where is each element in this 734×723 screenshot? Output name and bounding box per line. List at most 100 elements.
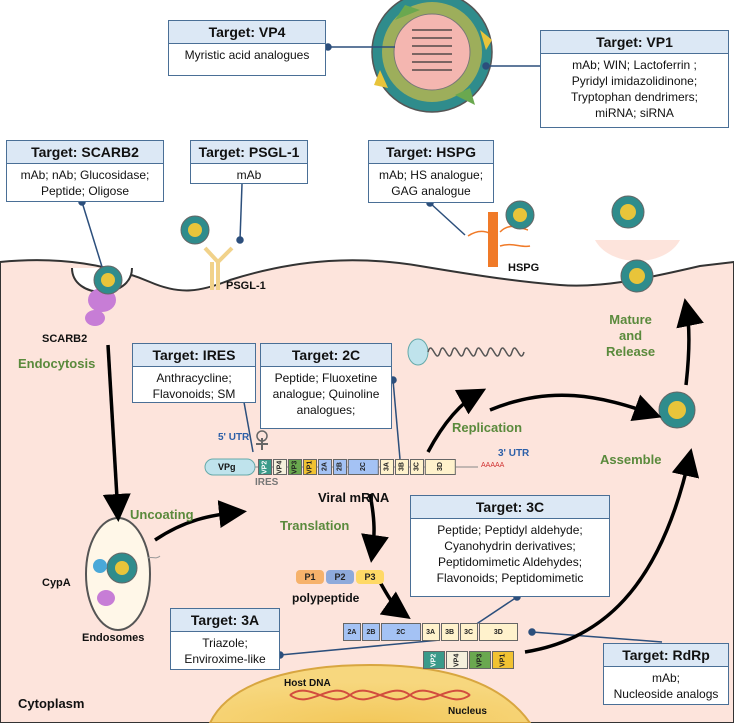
target-3c-line: Peptide; Peptidyl aldehyde; (437, 523, 583, 537)
segment-3c: 3C (409, 459, 424, 475)
segment-2c: 2C (381, 623, 421, 641)
segment-3a: 3A (379, 459, 394, 475)
target-rdrp-line: mAb; (651, 671, 680, 685)
target-psgl1-title: Target: PSGL-1 (191, 141, 307, 164)
target-ires-box: Target: IRES Anthracycline; Flavonoids; … (132, 343, 256, 403)
target-scarb2-line: mAb; nAb; Glucosidase; (20, 168, 150, 182)
target-2c-lines: Peptide; Fluoxetine analogue; Quinoline … (261, 367, 391, 421)
segment-2b: 2B (333, 459, 347, 475)
target-rdrp-line: Nucleoside analogs (613, 687, 719, 701)
target-ires-line: Anthracycline; (156, 371, 232, 385)
segment-vp2: VP2 (258, 459, 272, 475)
segment-2a: 2A (318, 459, 332, 475)
release-opening (595, 240, 680, 261)
arrow-to-assemble (489, 393, 662, 421)
target-ires-lines: Anthracycline; Flavonoids; SM (133, 367, 255, 405)
segment-p2: P2 (326, 570, 354, 584)
target-3a-line: Triazole; (202, 636, 248, 650)
host-dna-strand (289, 689, 471, 701)
segment-p1: P1 (296, 570, 324, 584)
connector-3c (474, 596, 518, 626)
replicated-rna (427, 347, 525, 357)
target-3c-line: Flavonoids; Peptidomimetic (436, 571, 584, 585)
target-3a-title: Target: 3A (171, 609, 279, 632)
psgl1-receptor (203, 246, 234, 290)
connector-hspg (429, 202, 466, 236)
process-endocytosis-label: Endocytosis (18, 356, 96, 371)
cytoplasm-label: Cytoplasm (18, 696, 85, 711)
target-scarb2-line: Peptide; Oligose (40, 184, 130, 198)
target-rdrp-lines: mAb; Nucleoside analogs (604, 667, 728, 705)
process-mature-release-label: Mature and Release (606, 312, 655, 360)
target-vp1-line: Pyridyl imidazolidinone; (571, 74, 698, 88)
endosome (85, 517, 161, 631)
target-scarb2-lines: mAb; nAb; Glucosidase; Peptide; Oligose (7, 164, 163, 202)
nucleus-label: Nucleus (448, 706, 487, 717)
segment-3a: 3A (421, 623, 440, 641)
arrow-assemble (524, 448, 700, 654)
target-hspg-line: mAb; HS analogue; (378, 168, 484, 182)
ires-marker (256, 438, 268, 450)
segment-2c: 2C (348, 459, 379, 475)
segment-3b: 3B (394, 459, 409, 475)
process-replication-label: Replication (452, 420, 523, 435)
target-vp1-line: miRNA; siRNA (595, 106, 674, 120)
target-3c-line: Peptidomimetic Aldehydes; (437, 555, 583, 569)
target-vp1-title: Target: VP1 (541, 31, 728, 54)
ires-label: IRES (255, 477, 279, 488)
target-3c-title: Target: 3C (411, 496, 609, 519)
target-vp1-lines: mAb; WIN; Lactoferrin ; Pyridyl imidazol… (541, 54, 728, 124)
target-hspg-lines: mAb; HS analogue; GAG analogue (369, 164, 493, 202)
virus-capsid-cutaway (371, 0, 493, 113)
arrow-release (676, 298, 704, 386)
vpg-cap (204, 458, 256, 476)
polya-label: AAAAA (481, 462, 505, 469)
segment-vp1: VP1 (492, 651, 514, 669)
segment-2a: 2A (343, 623, 361, 641)
process-release-word: Release (606, 344, 656, 359)
target-3c-line: Cyanohydrin derivatives; (444, 539, 576, 553)
target-scarb2-box: Target: SCARB2 mAb; nAb; Glucosidase; Pe… (6, 140, 164, 202)
connector-3a (279, 639, 441, 656)
arrow-uncoating (154, 500, 247, 542)
arrow-to-cleavage (378, 581, 411, 620)
segment-3d: 3D (424, 459, 456, 475)
segment-3b: 3B (440, 623, 459, 641)
target-2c-line: Peptide; Fluoxetine (274, 371, 378, 385)
target-hspg-box: Target: HSPG mAb; HS analogue; GAG analo… (368, 140, 494, 203)
connector-scarb2 (81, 201, 104, 271)
target-2c-box: Target: 2C Peptide; Fluoxetine analogue;… (260, 343, 392, 429)
target-3a-box: Target: 3A Triazole; Enviroxime-like (170, 608, 280, 670)
vpg-label: VPg (218, 462, 236, 472)
target-ires-title: Target: IRES (133, 344, 255, 367)
arrow-translation (361, 493, 389, 563)
target-vp1-box: Target: VP1 mAb; WIN; Lactoferrin ; Pyri… (540, 30, 729, 128)
target-rdrp-title: Target: RdRp (604, 644, 728, 667)
target-3a-line: Enviroxime-like (184, 652, 266, 666)
arrow-replication (426, 388, 487, 453)
endosomes-label: Endosomes (82, 632, 145, 644)
utr3-label: 3' UTR (498, 448, 530, 459)
connector-psgl1 (239, 183, 243, 241)
segment-vp4: VP4 (446, 651, 468, 669)
segment-vp3: VP3 (469, 651, 491, 669)
nucleus-shape (208, 663, 532, 723)
process-assemble-label: Assemble (600, 452, 662, 467)
target-psgl1-line: mAb (236, 168, 262, 182)
target-vp1-line: mAb; WIN; Lactoferrin ; (572, 58, 697, 72)
target-vp4-title: Target: VP4 (169, 21, 325, 44)
cypa-label: CypA (42, 577, 71, 589)
target-psgl1-box: Target: PSGL-1 mAb (190, 140, 308, 184)
target-3a-lines: Triazole; Enviroxime-like (171, 632, 279, 670)
target-2c-title: Target: 2C (261, 344, 391, 367)
process-and-word: and (619, 328, 643, 343)
target-vp4-box: Target: VP4 Myristic acid analogues (168, 20, 326, 76)
process-mature-word: Mature (609, 312, 652, 327)
target-3c-lines: Peptide; Peptidyl aldehyde; Cyanohydrin … (411, 519, 609, 589)
target-hspg-line: GAG analogue (391, 184, 471, 198)
target-vp4-line: Myristic acid analogues (184, 48, 310, 62)
